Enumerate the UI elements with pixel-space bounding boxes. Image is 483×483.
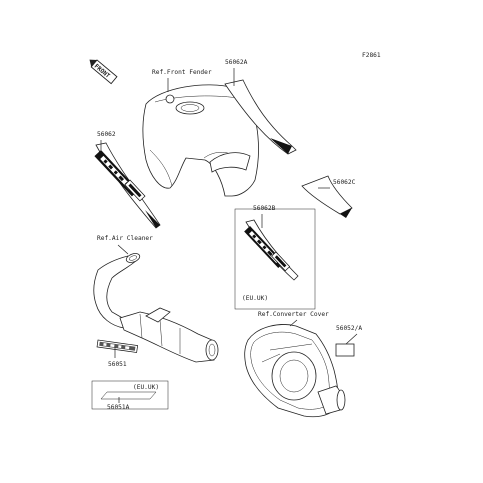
converter-cover-part [244, 324, 346, 418]
eu-uk-group-box [234, 208, 316, 310]
callout-eu-uk-box: (EU.UK) [242, 295, 268, 302]
decal-56051-part [96, 339, 139, 353]
callout-ref-air-cleaner: Ref.Air Cleaner [97, 235, 153, 242]
callout-56062: 56062 [97, 131, 116, 138]
callout-ref-front-fender: Ref.Front Fender [152, 69, 212, 76]
decal-56062b-part [244, 219, 299, 281]
callout-56052a: 56052/A [336, 325, 362, 332]
decal-56062c-part [301, 175, 353, 218]
front-arrow-icon: FRONT [89, 59, 118, 85]
air-cleaner-part [93, 253, 219, 363]
eu-uk-small-box [91, 380, 169, 410]
callout-ref-converter-cover: Ref.Converter Cover [258, 311, 329, 318]
decal-56051a-part [100, 391, 157, 400]
callout-56062a: 56062A [225, 59, 248, 66]
callout-eu-uk-small: (EU.UK) [133, 384, 159, 391]
decal-56052a-part [335, 343, 355, 357]
callout-56051: 56051 [108, 361, 127, 368]
figure-code: F2861 [362, 52, 381, 59]
callout-56062b: 56062B [253, 205, 276, 212]
front-fender-part [142, 84, 259, 197]
decal-56062-part [94, 142, 161, 229]
leader-lines [100, 68, 358, 403]
callout-56051a: 56051A [107, 404, 130, 411]
decal-56062a-part [224, 79, 297, 155]
callout-56062c: 56062C [333, 179, 356, 186]
